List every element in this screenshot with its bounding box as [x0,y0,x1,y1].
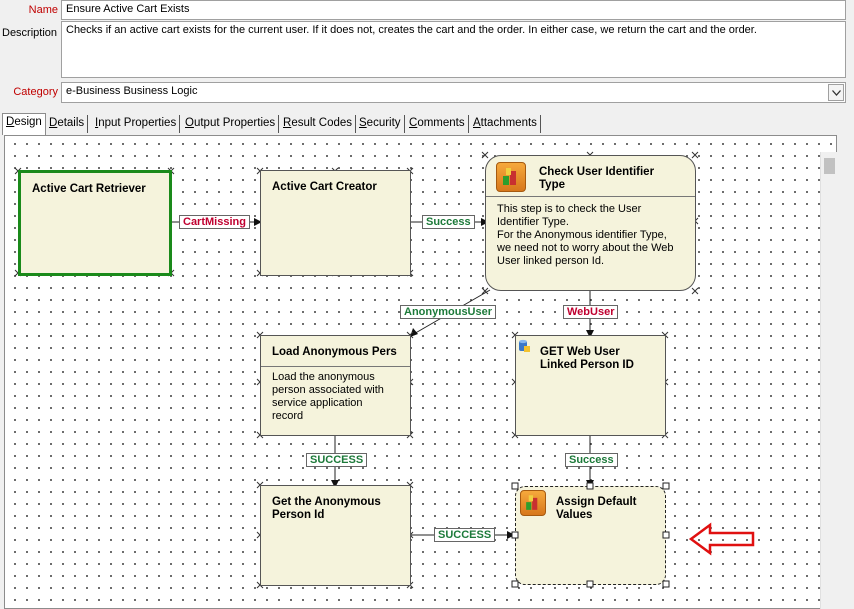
scrollbar-thumb[interactable] [824,158,835,174]
connector-label-success[interactable]: Success [565,453,618,467]
step-title-line2: Type [539,179,565,191]
combo-arrow-icon[interactable] [828,84,844,101]
design-canvas[interactable] [4,135,837,609]
database-icon [518,339,531,356]
connector-label-cart-missing[interactable]: CartMissing [179,215,250,229]
step-active-cart-retriever[interactable]: Active Cart Retriever [18,170,172,276]
tab-comments[interactable]: Comments [406,115,469,133]
step-title-line1: Get the Anonymous [272,496,381,508]
step-get-web-user-linked-person-id[interactable]: GET Web User Linked Person ID [515,335,666,436]
step-title-line1: GET Web User [540,346,620,358]
step-description: Load the anonymous person associated wit… [272,371,384,422]
step-title-line2: Values [556,509,593,521]
name-field[interactable]: Ensure Active Cart Exists [61,0,846,20]
step-title-line2: Linked Person ID [540,359,634,371]
connector-label-web-user[interactable]: WebUser [563,305,619,319]
category-select[interactable]: e-Business Business Logic [61,82,846,103]
divider [261,366,410,367]
category-value: e-Business Business Logic [66,85,198,97]
step-active-cart-creator[interactable]: Active Cart Creator [260,170,411,276]
description-label: Description [2,27,58,39]
step-check-user-identifier-type[interactable]: Check User Identifier Type This step is … [485,155,696,291]
step-load-anonymous-pers[interactable]: Load Anonymous Pers Load the anonymous p… [260,335,411,436]
step-title: Active Cart Creator [272,181,377,193]
tab-output-properties[interactable]: Output Properties [182,115,280,133]
tab-attachments[interactable]: Attachments [470,115,541,133]
tab-bar: Design Details Input Properties Output P… [0,113,854,135]
step-assign-default-values[interactable]: Assign Default Values [515,486,666,585]
category-label: Category [13,86,58,98]
step-get-the-anonymous-person-id[interactable]: Get the Anonymous Person Id [260,485,411,586]
tab-input-properties[interactable]: Input Properties [92,115,181,133]
description-field[interactable]: Checks if an active cart exists for the … [61,21,846,78]
step-title: Load Anonymous Pers [272,346,397,358]
app-step-icon [520,490,546,516]
red-hollow-arrow-icon [688,522,755,556]
step-description: This step is to check the User Identifie… [497,203,674,267]
step-title-line2: Person Id [272,509,325,521]
step-title-line1: Assign Default [556,496,637,508]
name-label: Name [28,4,58,16]
step-title: Active Cart Retriever [32,183,146,195]
tab-result-codes[interactable]: Result Codes [280,115,357,133]
connector-label-success[interactable]: SUCCESS [434,528,496,542]
connector-label-success[interactable]: Success [422,215,475,229]
connector-label-success[interactable]: SUCCESS [306,453,368,467]
app-step-icon [496,162,526,192]
step-title-line1: Check User Identifier [539,166,655,178]
vertical-scrollbar[interactable] [820,152,837,609]
connector-label-anonymous-user[interactable]: AnonymousUser [400,305,497,319]
tab-details[interactable]: Details [46,115,89,133]
tab-security[interactable]: Security [356,115,405,133]
tab-design[interactable]: Design [2,113,46,135]
divider [486,196,695,197]
